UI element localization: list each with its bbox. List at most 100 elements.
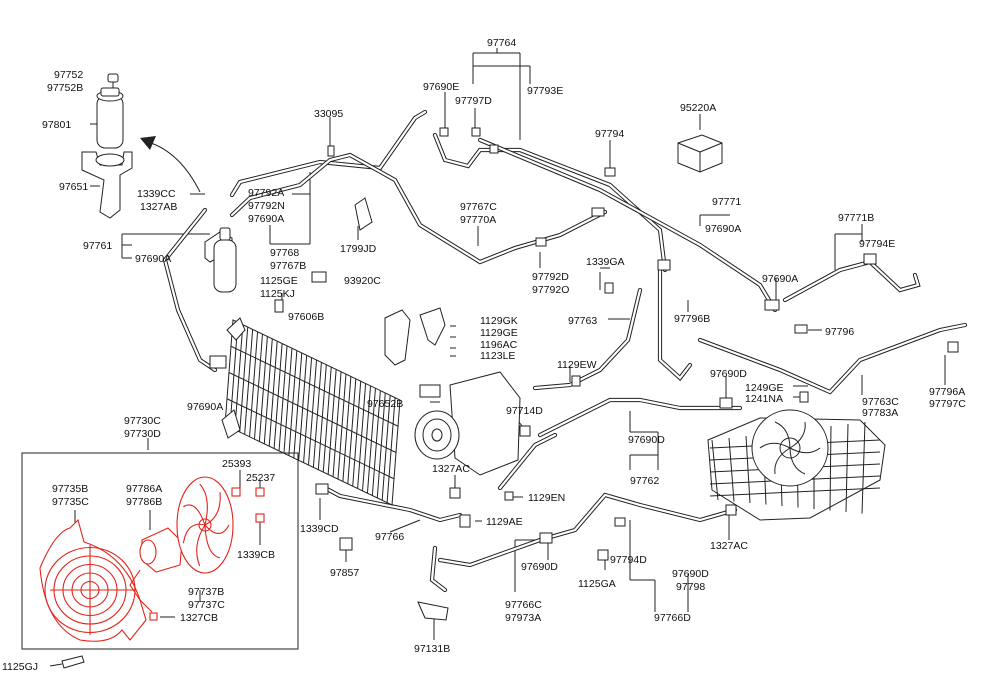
label-97792n: 97792N (248, 200, 285, 212)
label-97690d-1: 97690D (710, 368, 747, 380)
fan-motor-red (129, 527, 183, 613)
label-97690a-2: 97690A (705, 223, 741, 235)
label-97690d-4: 97690D (672, 568, 709, 580)
label-1129ae: 1129AE (486, 516, 523, 528)
label-97797c: 97797C (929, 398, 966, 410)
label-1125gj: 1125GJ (2, 661, 38, 673)
label-97792a: 97792A (248, 187, 284, 199)
label-97690a-4: 97690A (762, 273, 798, 285)
label-1196ac: 1196AC (480, 339, 518, 351)
condenser-fan-assembly (707, 409, 886, 521)
part-labels: 97764 97690E 97797D 97793E 97752 97752B … (2, 37, 966, 673)
label-97652b: 97652B (367, 398, 403, 410)
label-97793e: 97793E (527, 85, 563, 97)
label-97794e: 97794E (859, 238, 895, 250)
label-97857: 97857 (330, 567, 359, 579)
label-97770a: 97770A (460, 214, 496, 226)
label-97766d: 97766D (654, 612, 691, 624)
label-1241na: 1241NA (745, 393, 783, 405)
label-1125ge: 1125GE (260, 275, 298, 287)
label-97783a: 97783A (862, 407, 898, 419)
label-97651: 97651 (59, 181, 88, 193)
fan-blade-red (176, 476, 234, 574)
label-97735c: 97735C (52, 496, 89, 508)
label-33095: 33095 (314, 108, 343, 120)
label-97690a-3: 97690A (135, 253, 171, 265)
label-97690a-1: 97690A (248, 213, 284, 225)
label-97794: 97794 (595, 128, 624, 140)
label-97797d: 97797D (455, 95, 492, 107)
label-97973a: 97973A (505, 612, 541, 624)
label-1327ac-1: 1327AC (432, 463, 470, 475)
label-97798: 97798 (676, 581, 705, 593)
label-97786b: 97786B (126, 496, 162, 508)
label-97690d-3: 97690D (521, 561, 558, 573)
label-97771b: 97771B (838, 212, 874, 224)
label-97690d-2: 97690D (628, 434, 665, 446)
label-97786a: 97786A (126, 483, 162, 495)
label-97767c: 97767C (460, 201, 497, 213)
label-97730c: 97730C (124, 415, 161, 427)
label-93920c: 93920C (344, 275, 381, 287)
compressor (384, 307, 521, 476)
label-25393: 25393 (222, 458, 251, 470)
drier-bracket (204, 227, 237, 293)
label-97752b: 97752B (47, 82, 83, 94)
refrigerant-pipes (162, 109, 968, 593)
label-97690e: 97690E (423, 81, 459, 93)
relay (677, 134, 723, 173)
label-97794d: 97794D (610, 554, 647, 566)
label-97796: 97796 (825, 326, 854, 338)
label-97690a-5: 97690A (187, 401, 223, 413)
label-97752: 97752 (54, 69, 83, 81)
label-97764: 97764 (487, 37, 516, 49)
label-97767b: 97767B (270, 260, 306, 272)
label-97761: 97761 (83, 240, 112, 252)
label-97737b: 97737B (188, 586, 224, 598)
label-1123le: 1123LE (480, 350, 515, 362)
label-97730d: 97730D (124, 428, 161, 440)
label-97766: 97766 (375, 531, 404, 543)
label-97763c: 97763C (862, 396, 899, 408)
leader-lines (49, 48, 946, 667)
label-97801: 97801 (42, 119, 71, 131)
label-97768: 97768 (270, 247, 299, 259)
label-1327ab: 1327AB (140, 201, 177, 213)
label-1327ac-2: 1327AC (710, 540, 748, 552)
label-1125kj: 1125KJ (260, 288, 295, 300)
label-97131b: 97131B (414, 643, 450, 655)
label-97763: 97763 (568, 315, 597, 327)
receiver-drier-assembly (81, 73, 133, 219)
label-97735b: 97735B (52, 483, 88, 495)
label-1129ge: 1129GE (480, 327, 518, 339)
label-97796b: 97796B (674, 313, 710, 325)
label-1125ga: 1125GA (578, 578, 616, 590)
fan-motor-group-box (21, 452, 299, 650)
label-25237: 25237 (246, 472, 275, 484)
label-97606b: 97606B (288, 311, 324, 323)
fittings (209, 127, 959, 621)
label-1129en: 1129EN (528, 492, 565, 504)
label-97796a: 97796A (929, 386, 965, 398)
bolt-1125gj (61, 655, 85, 669)
condenser (221, 317, 401, 506)
label-97792d: 97792D (532, 271, 569, 283)
label-97737c: 97737C (188, 599, 225, 611)
red-hardware (149, 487, 265, 621)
label-95220a: 95220A (680, 102, 716, 114)
label-1129gk: 1129GK (480, 315, 518, 327)
label-1339ga: 1339GA (586, 256, 625, 268)
label-97714d: 97714D (506, 405, 543, 417)
label-1339cb: 1339CB (237, 549, 275, 561)
label-1339cc: 1339CC (137, 188, 176, 200)
direction-arrow (140, 136, 201, 193)
label-1799jd: 1799JD (340, 243, 377, 255)
fan-shroud-red (39, 518, 147, 642)
label-97792o: 97792O (532, 284, 569, 296)
label-97766c: 97766C (505, 599, 542, 611)
label-1339cd: 1339CD (300, 523, 339, 535)
label-1327cb: 1327CB (180, 612, 218, 624)
label-97771: 97771 (712, 196, 741, 208)
label-1249ge: 1249GE (745, 382, 784, 394)
